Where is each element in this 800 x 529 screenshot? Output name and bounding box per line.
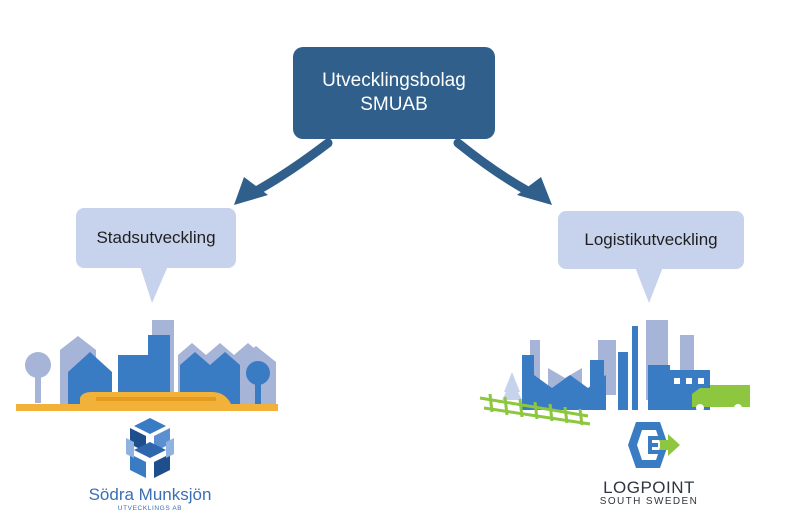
truck-icon <box>692 385 750 412</box>
bubble-tail-right <box>635 267 663 303</box>
root-title: Utvecklingsbolag <box>322 70 466 91</box>
root-node: Utvecklingsbolag SMUAB <box>293 47 495 139</box>
root-subtitle: SMUAB <box>360 94 428 115</box>
industry-skyline-icon <box>502 320 710 410</box>
bubble-tail-left <box>140 266 168 303</box>
branch-label-logistikutveckling: Logistikutveckling <box>558 211 744 269</box>
brand-name-sodra-munksjon: Södra Munksjön <box>88 485 212 504</box>
brand-sub-logpoint: SOUTH SWEDEN <box>599 496 699 507</box>
logpoint-logo-icon <box>628 422 680 468</box>
arrow-right <box>453 138 552 205</box>
branch-label-stadsutveckling: Stadsutveckling <box>76 208 236 268</box>
sodra-munksjon-logo-icon <box>126 418 174 478</box>
train-icon <box>80 392 232 406</box>
rail-track-icon <box>479 393 591 426</box>
city-skyline-icon <box>16 320 278 411</box>
brand-sub-sodra-munksjon: UTVECKLINGS AB <box>117 505 183 512</box>
arrow-left <box>234 138 333 205</box>
brand-name-logpoint: LOGPOINT <box>603 478 695 497</box>
